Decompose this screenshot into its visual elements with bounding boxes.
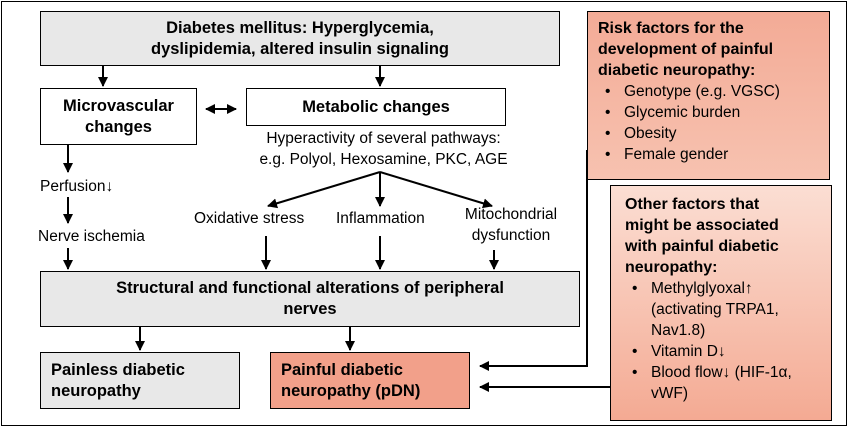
risk-factor-list: Genotype (e.g. VGSC) Glycemic burden Obe… (598, 81, 829, 165)
blood-flow-line-2: vWF) (651, 385, 689, 402)
risk-item-obesity: Obesity (598, 123, 829, 144)
blood-flow-line-1: Blood flow↓ (HIF-1α, (651, 364, 792, 381)
mito-line-1: Mitochondrial (464, 206, 558, 223)
metabolic-label: Metabolic changes (302, 97, 450, 116)
diabetes-line-2: dyslipidemia, altered insulin signaling (151, 39, 449, 58)
risk-title-line-1: Risk factors for the (598, 20, 744, 37)
painful-line-2: neuropathy (pDN) (281, 382, 421, 400)
painful-line-1: Painful diabetic (281, 361, 403, 379)
hyperactivity-line-2: e.g. Polyol, Hexosamine, PKC, AGE (259, 151, 508, 168)
metabolic-changes-box: Metabolic changes (246, 88, 506, 126)
oxidative-stress-label: Oxidative stress (194, 210, 305, 227)
methylglyoxal-line-3: Nav1.8) (651, 322, 706, 339)
risk-title-line-3: diabetic neuropathy: (598, 62, 756, 79)
other-title-line-1: Other factors that (625, 196, 760, 213)
risk-factors-box: Risk factors for the development of pain… (587, 11, 830, 180)
risk-title: Risk factors for the development of pain… (598, 18, 829, 81)
risk-title-line-2: development of painful (598, 41, 774, 58)
painless-line-2: neuropathy (51, 382, 141, 400)
structural-line-1: Structural and functional alterations of… (116, 279, 504, 297)
painful-neuropathy-box: Painful diabetic neuropathy (pDN) (270, 352, 470, 409)
risk-item-glycemic-burden: Glycemic burden (598, 102, 829, 123)
mitochondrial-dysfunction-label: Mitochondrial dysfunction (452, 204, 570, 246)
other-factors-box: Other factors that might be associated w… (610, 185, 832, 421)
diabetes-line-1: Diabetes mellitus: Hyperglycemia, (166, 18, 434, 37)
hyperactivity-line-1: Hyperactivity of several pathways: (266, 130, 501, 147)
microvascular-changes-box: Microvascular changes (40, 88, 197, 145)
hyperactivity-text: Hyperactivity of several pathways: e.g. … (246, 128, 521, 170)
painless-neuropathy-box: Painless diabetic neuropathy (40, 352, 240, 409)
arrow-to-mitochondrial (379, 171, 493, 209)
risk-item-genotype: Genotype (e.g. VGSC) (598, 81, 829, 102)
nerve-ischemia-label: Nerve ischemia (38, 228, 145, 245)
other-title: Other factors that might be associated w… (625, 194, 831, 278)
other-title-line-4: neuropathy: (625, 259, 718, 276)
inflammation-label: Inflammation (336, 210, 425, 227)
structural-line-2: nerves (283, 300, 337, 318)
mito-line-2: dysfunction (471, 227, 551, 244)
perfusion-label: Perfusion↓ (40, 178, 114, 195)
other-title-line-2: might be associated (625, 217, 779, 234)
other-factor-list: Methylglyoxal↑ (activating TRPA1, Nav1.8… (625, 278, 831, 404)
diabetes-mellitus-box: Diabetes mellitus: Hyperglycemia, dyslip… (40, 11, 560, 66)
other-item-methylglyoxal: Methylglyoxal↑ (activating TRPA1, Nav1.8… (625, 278, 831, 341)
painless-line-1: Painless diabetic (51, 361, 185, 379)
microvascular-line-1: Microvascular (63, 96, 174, 115)
other-title-line-3: with painful diabetic (625, 238, 779, 255)
methylglyoxal-line-1: Methylglyoxal↑ (651, 280, 753, 297)
arrow-risk-to-painful (479, 150, 588, 371)
structural-alterations-box: Structural and functional alterations of… (40, 271, 580, 327)
other-item-vitamin-d: Vitamin D↓ (625, 341, 831, 362)
other-item-blood-flow: Blood flow↓ (HIF-1α, vWF) (625, 362, 831, 404)
risk-item-female-gender: Female gender (598, 144, 829, 165)
microvascular-line-2: changes (85, 117, 152, 136)
arrow-to-oxidative (267, 171, 381, 209)
methylglyoxal-line-2: (activating TRPA1, (651, 301, 779, 318)
